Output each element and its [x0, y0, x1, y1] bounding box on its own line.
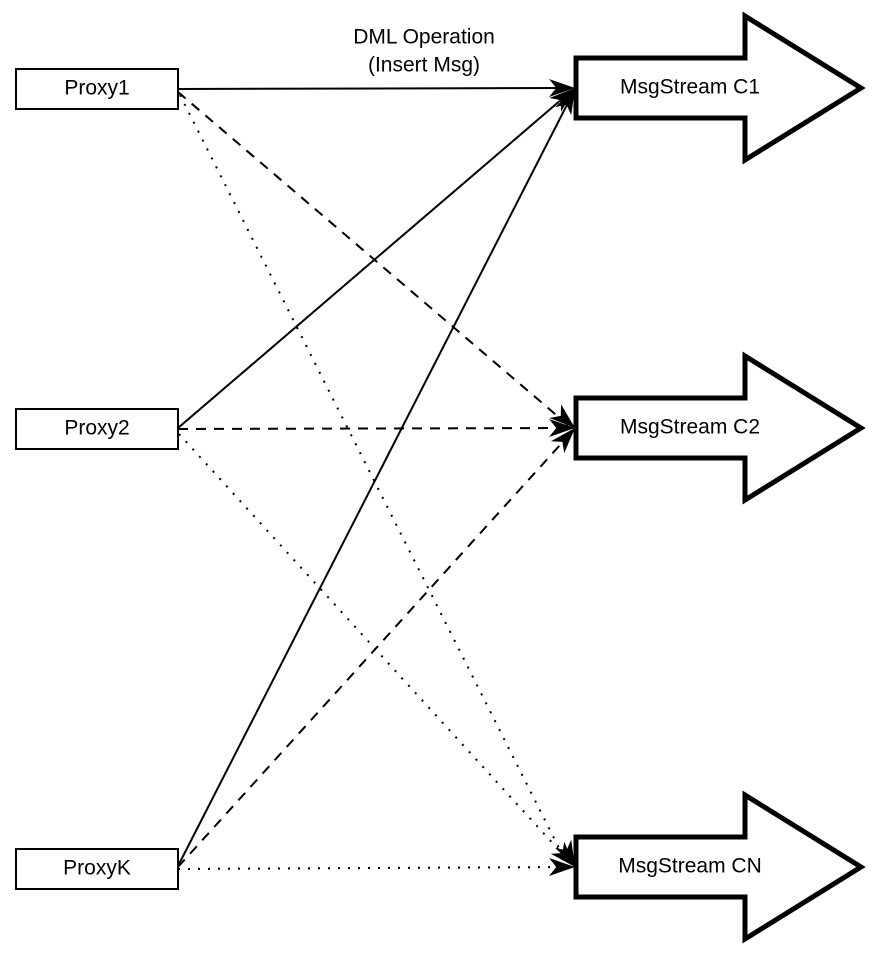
- streams-layer: MsgStream C1 MsgStream C2 MsgStream CN: [573, 11, 866, 944]
- connection-proxy1-c1: [177, 87, 572, 90]
- arrowhead-head-proxyK-cn: [549, 858, 575, 876]
- stream-c1[interactable]: MsgStream C1: [573, 11, 866, 165]
- stream-cn[interactable]: MsgStream CN: [573, 790, 866, 944]
- arrowhead-head-proxy2-c1: [549, 88, 575, 112]
- proxy-label-proxyK: ProxyK: [63, 857, 131, 880]
- stream-arrow-shape-c1: [573, 11, 866, 165]
- arrowhead-head-proxyK-c2: [550, 428, 575, 454]
- stream-label-c2: MsgStream C2: [620, 416, 760, 439]
- proxy-node-proxyK[interactable]: ProxyK: [15, 848, 179, 890]
- proxy-label-proxy2: Proxy2: [64, 417, 129, 440]
- connection-proxyK-c1: [177, 94, 573, 867]
- edge-caption: DML Operation (Insert Msg): [353, 26, 495, 77]
- connections-layer: [177, 87, 573, 870]
- arrowhead-head-proxy1-c2: [549, 404, 575, 428]
- proxy-node-proxy1[interactable]: Proxy1: [15, 68, 179, 110]
- stream-arrow-shape-cn: [573, 790, 866, 944]
- edge-caption-line-2: (Insert Msg): [368, 54, 480, 77]
- proxy-node-proxy2[interactable]: Proxy2: [15, 408, 179, 450]
- arrowhead-head-proxy2-cn: [550, 841, 575, 867]
- connection-proxy2-c2: [177, 427, 572, 430]
- proxy-label-proxy1: Proxy1: [64, 77, 129, 100]
- edge-caption-line-1: DML Operation: [353, 26, 495, 49]
- proxy-box-proxyK: [15, 848, 179, 890]
- proxy-box-proxy1: [15, 68, 179, 110]
- proxy-box-proxy2: [15, 408, 179, 450]
- stream-label-c1: MsgStream C1: [620, 76, 760, 99]
- connection-proxyK-cn: [177, 866, 572, 870]
- arrowheads-layer: [549, 79, 575, 876]
- arrowhead-head-proxyK-c1: [555, 88, 575, 116]
- stream-c2[interactable]: MsgStream C2: [573, 351, 866, 505]
- connection-proxy2-c1: [177, 92, 570, 429]
- arrowhead-head-proxy2-c2: [549, 419, 575, 437]
- connection-proxy2-cn: [178, 433, 569, 861]
- connection-proxyK-c2: [177, 433, 571, 868]
- connection-proxy1-c2: [177, 91, 569, 426]
- arrowhead-head-proxy1-c1: [549, 79, 575, 97]
- stream-label-cn: MsgStream CN: [618, 855, 762, 878]
- stream-arrow-shape-c2: [573, 351, 866, 505]
